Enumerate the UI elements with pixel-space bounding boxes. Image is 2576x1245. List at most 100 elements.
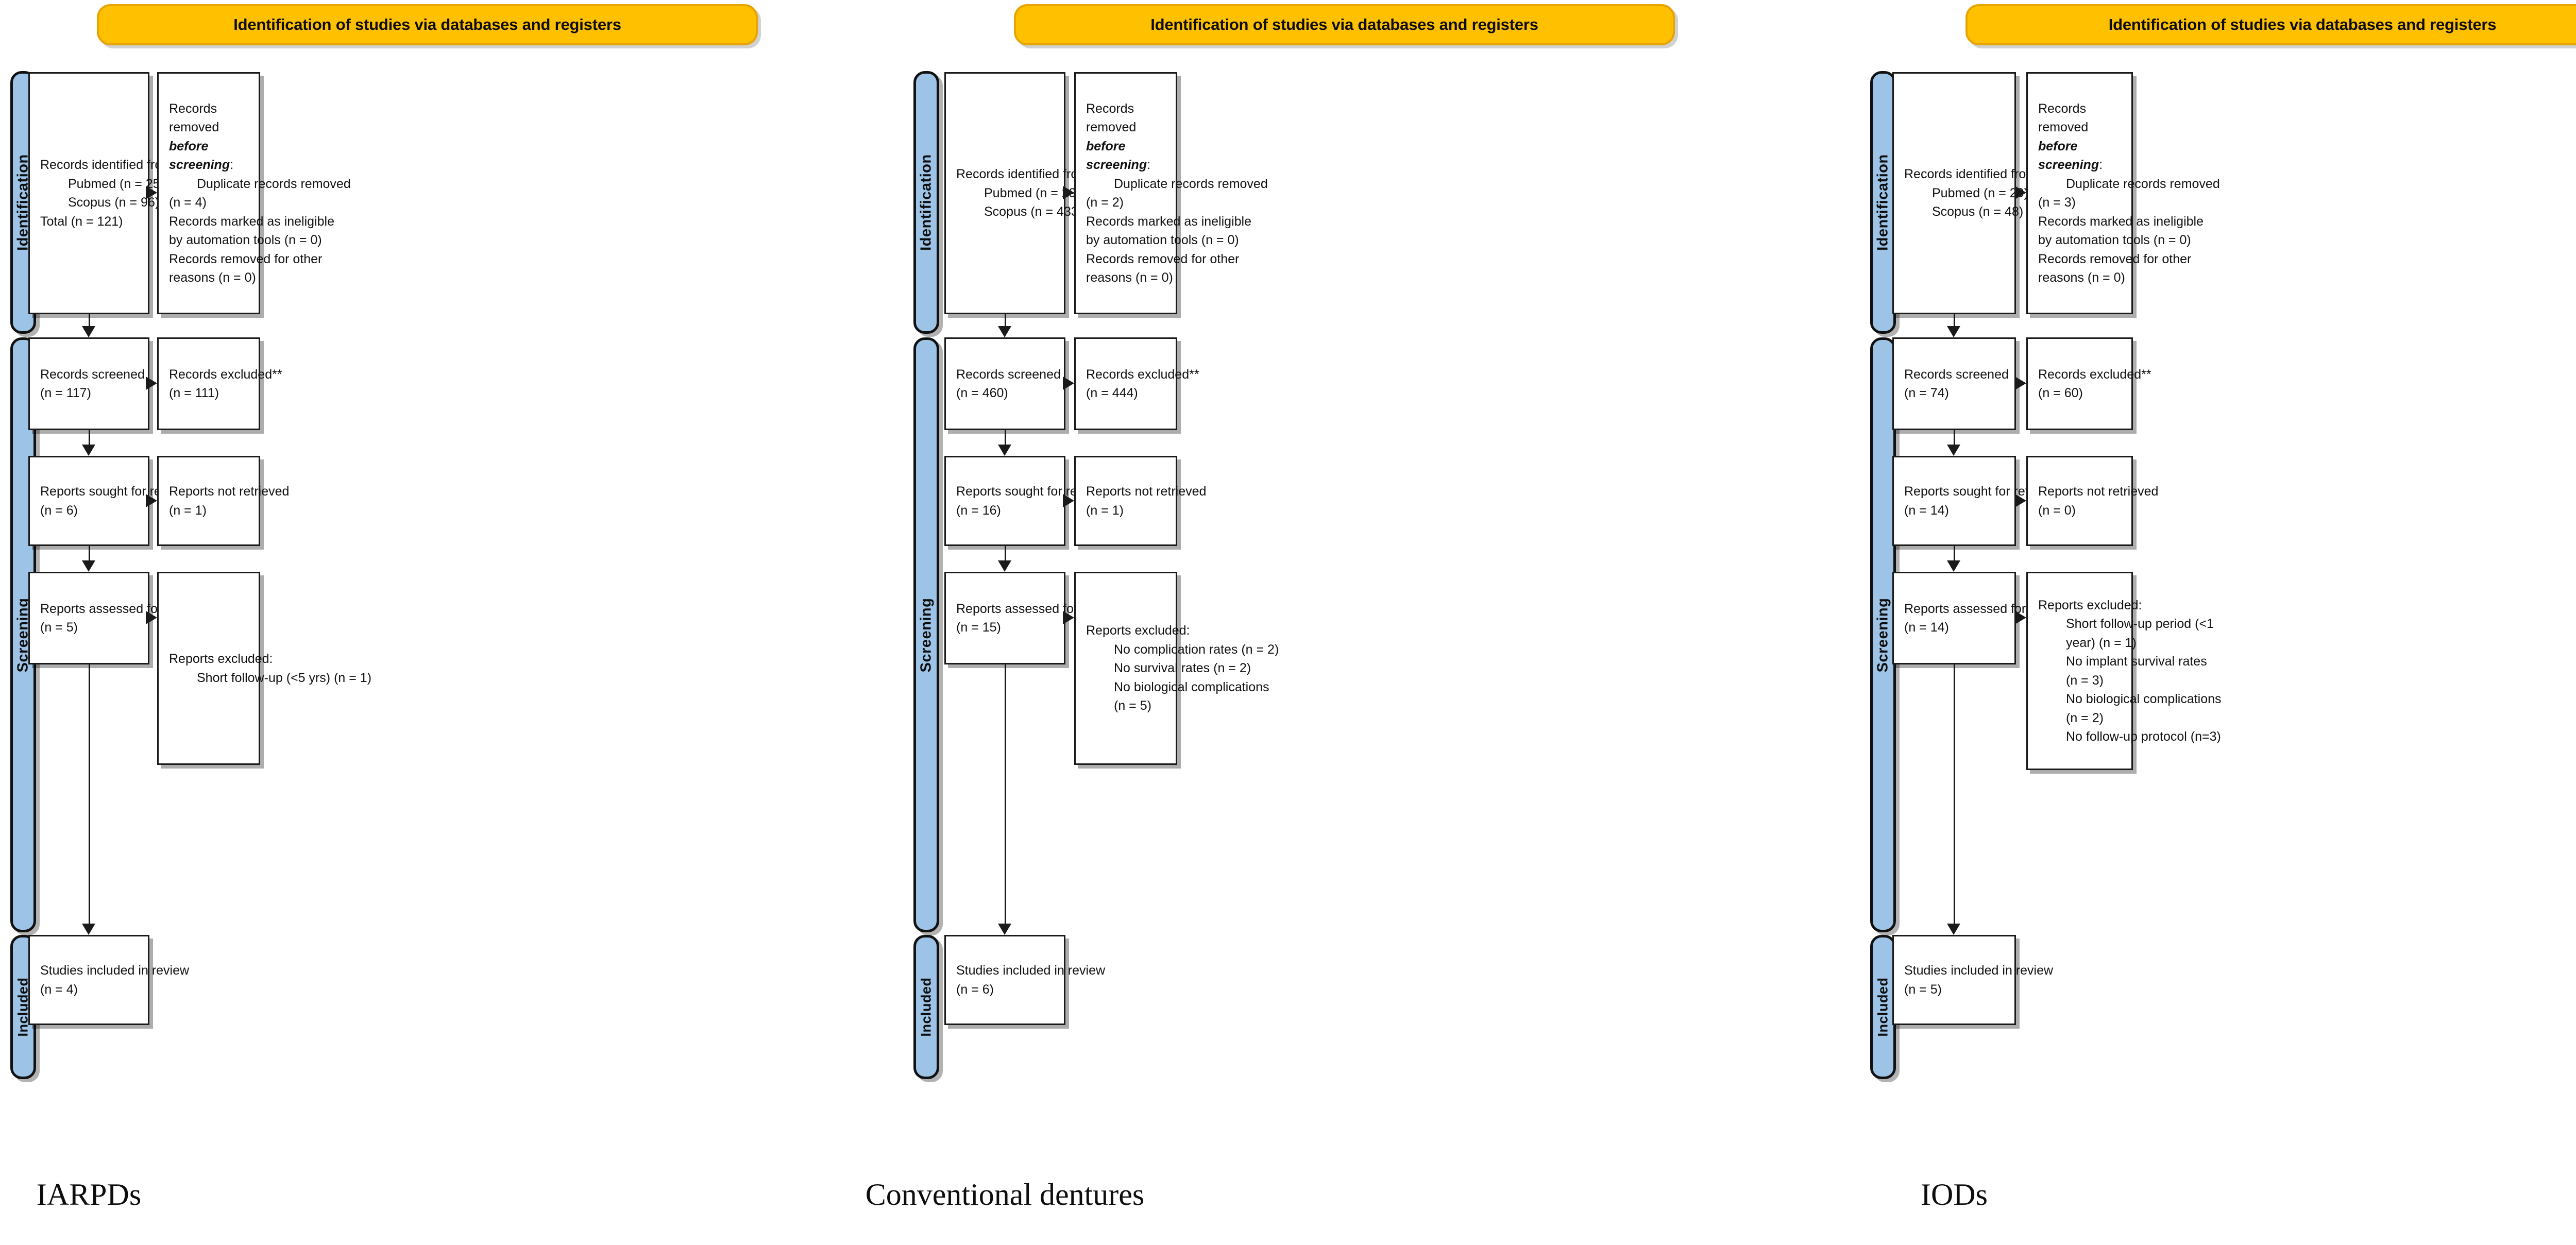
reports-excluded-title: Reports excluded: xyxy=(169,652,273,666)
reports-sought-title: Reports sought for retrieval xyxy=(1904,484,2060,499)
records-removed-item-4: Records removed for other xyxy=(169,251,323,266)
records-excluded-title: Records excluded** xyxy=(2038,367,2151,382)
records-removed-item-0: Duplicate records removed xyxy=(2066,176,2220,191)
box-reports-assessed-for-eligibility: Reports assessed for eligibility (n = 5) xyxy=(28,572,214,664)
reports-sought-title: Reports sought for retrieval xyxy=(956,484,1112,499)
records-identified-source-0: Pubmed (n = 29) xyxy=(1932,185,2028,200)
records-identified-source-0: Pubmed (n = 25) xyxy=(68,176,164,191)
arrow-identified-to-screened xyxy=(1004,314,1006,327)
column-caption-iods: IODs xyxy=(1921,1178,1988,1212)
records-excluded-title: Records excluded** xyxy=(169,367,282,382)
arrow-assessed-to-included-arrowhead xyxy=(997,924,1011,935)
arrow-screened-to-sought xyxy=(1954,430,1955,446)
arrow-assessed-to-included-arrowhead xyxy=(1947,924,1960,935)
reports-assessed-title: Reports assessed for eligibility xyxy=(40,601,214,616)
reports-assessed-count: (n = 5) xyxy=(40,620,78,635)
identification-banner: Identification of studies via databases … xyxy=(1014,4,1675,45)
reports-assessed-title: Reports assessed for eligibility xyxy=(1904,601,2078,616)
stage-bar-included: Included xyxy=(913,935,939,1079)
records-removed-item-5: reasons (n = 0) xyxy=(2038,270,2125,285)
records-removed-title-2: screening: xyxy=(1086,158,1151,172)
stage-label-included: Included xyxy=(1875,977,1891,1037)
reports-not-retrieved-count: (n = 0) xyxy=(2038,503,2076,518)
arrow-assessed-to-included xyxy=(1004,664,1006,925)
arrow-sought-to-assessed xyxy=(88,546,90,561)
banner-title: Identification of studies via databases … xyxy=(1150,15,1538,33)
records-removed-item-4: Records removed for other xyxy=(2038,251,2192,266)
reports-not-retrieved-title: Reports not retrieved xyxy=(2038,484,2159,499)
stage-label-screening: Screening xyxy=(918,598,935,672)
reports-excluded-title: Reports excluded: xyxy=(1086,623,1190,638)
arrow-identified-to-removed-arrowhead xyxy=(146,186,157,199)
studies-included-title: Studies included in review xyxy=(40,963,190,978)
box-records-identified: Records identified from:Pubmed (n = 29)S… xyxy=(944,72,1092,314)
arrow-assessed-to-included-arrowhead xyxy=(81,924,95,935)
prisma-column-iarpds: Identification of studies via databases … xyxy=(0,0,907,1245)
box-reports-sought-for-retrieval: Reports sought for retrieval (n = 16) xyxy=(944,456,1112,546)
reports-excluded-item-5: (n = 2) xyxy=(2066,710,2104,725)
column-caption-conventional-dentures: Conventional dentures xyxy=(865,1178,1145,1212)
arrow-screened-to-sought xyxy=(88,430,90,446)
reports-excluded-item-3: (n = 3) xyxy=(2066,673,2104,688)
arrow-sought-to-assessed xyxy=(1954,546,1955,561)
records-screened-count: (n = 74) xyxy=(1904,386,1949,400)
stage-label-identification: Identification xyxy=(918,154,935,251)
records-identified-title: Records identified from: xyxy=(1904,167,2041,182)
studies-included-count: (n = 4) xyxy=(40,982,78,997)
reports-sought-title: Reports sought for retrieval xyxy=(40,484,196,499)
box-reports-excluded: Reports excluded:Short follow-up (<5 yrs… xyxy=(157,572,371,765)
box-reports-assessed-for-eligibility: Reports assessed for eligibility (n = 14) xyxy=(1892,572,2078,664)
records-removed-item-3: by automation tools (n = 0) xyxy=(169,233,322,247)
reports-not-retrieved-count: (n = 1) xyxy=(1086,503,1124,518)
records-identified-source-1: Scopus (n = 48) xyxy=(1932,204,2024,219)
box-reports-sought-for-retrieval: Reports sought for retrieval(n = 14) xyxy=(1892,456,2060,546)
studies-included-count: (n = 5) xyxy=(1904,982,1942,997)
records-removed-item-3: by automation tools (n = 0) xyxy=(2038,233,2191,247)
arrow-sought-to-assessed-arrowhead xyxy=(81,560,95,572)
records-identified-source-1: Scopus (n = 96) xyxy=(68,195,160,210)
reports-not-retrieved-title: Reports not retrieved xyxy=(1086,484,1207,499)
box-studies-included-in-review: Studies included in review(n = 5) xyxy=(1892,935,2053,1025)
box-studies-included-in-review: Studies included in review (n = 6) xyxy=(944,935,1106,1025)
arrow-identified-to-removed-arrowhead xyxy=(2015,186,2026,199)
arrow-assessed-to-repexcluded-arrowhead xyxy=(2015,611,2026,624)
reports-excluded-item-3: (n = 5) xyxy=(1114,698,1151,713)
records-screened-title: Records screened xyxy=(1904,367,2009,382)
column-caption-iarpds: IARPDs xyxy=(36,1178,142,1212)
identification-banner: Identification of studies via databases … xyxy=(1965,4,2576,45)
records-removed-title-2: screening: xyxy=(2038,158,2103,172)
arrow-sought-to-notretrieved-arrowhead xyxy=(2015,493,2026,507)
box-reports-excluded: Reports excluded:Short follow-up period … xyxy=(2026,572,2222,770)
arrow-screened-to-sought xyxy=(1004,430,1006,446)
arrow-assessed-to-repexcluded-arrowhead xyxy=(146,611,157,624)
reports-assessed-count: (n = 14) xyxy=(1904,620,1949,635)
reports-sought-count: (n = 16) xyxy=(956,503,1001,518)
reports-excluded-item-6: No follow-up protocol (n=3) xyxy=(2066,729,2221,744)
box-studies-included-in-review: Studies included in review (n = 4) xyxy=(28,935,190,1025)
records-screened-count: (n = 460) xyxy=(956,386,1008,400)
box-records-excluded: Records excluded** (n = 60) xyxy=(2026,337,2151,430)
box-records-identified: Records identified from: Pubmed (n = 29) S… xyxy=(1892,72,2041,314)
reports-excluded-item-4: No biological complications xyxy=(2066,692,2222,706)
reports-not-retrieved-title: Reports not retrieved xyxy=(169,484,290,499)
studies-included-title: Studies included in review xyxy=(956,963,1106,978)
box-reports-assessed-for-eligibility: Reports assessed for eligibility(n = 15) xyxy=(944,572,1130,664)
records-excluded-count: (n = 60) xyxy=(2038,386,2083,400)
reports-excluded-item-1: No survival rates (n = 2) xyxy=(1114,661,1251,676)
records-screened-title: Records screened xyxy=(40,367,145,382)
records-identified-source-1: Scopus (n = 433) xyxy=(984,204,1083,219)
arrow-sought-to-notretrieved-arrowhead xyxy=(146,493,157,507)
reports-excluded-item-0: Short follow-up period (<1 xyxy=(2066,617,2214,631)
studies-included-count: (n = 6) xyxy=(956,982,994,997)
prisma-column-iods: Identification of studies via databases … xyxy=(1862,0,2576,1245)
records-identified-title: Records identified from: xyxy=(40,158,177,172)
arrow-identified-to-screened xyxy=(1954,314,1955,327)
reports-assessed-count: (n = 15) xyxy=(956,620,1001,635)
stage-bar-identification: Identification xyxy=(913,71,939,334)
arrow-assessed-to-repexcluded-arrowhead xyxy=(1063,611,1074,624)
records-removed-item-2: Records marked as ineligible xyxy=(169,214,334,229)
